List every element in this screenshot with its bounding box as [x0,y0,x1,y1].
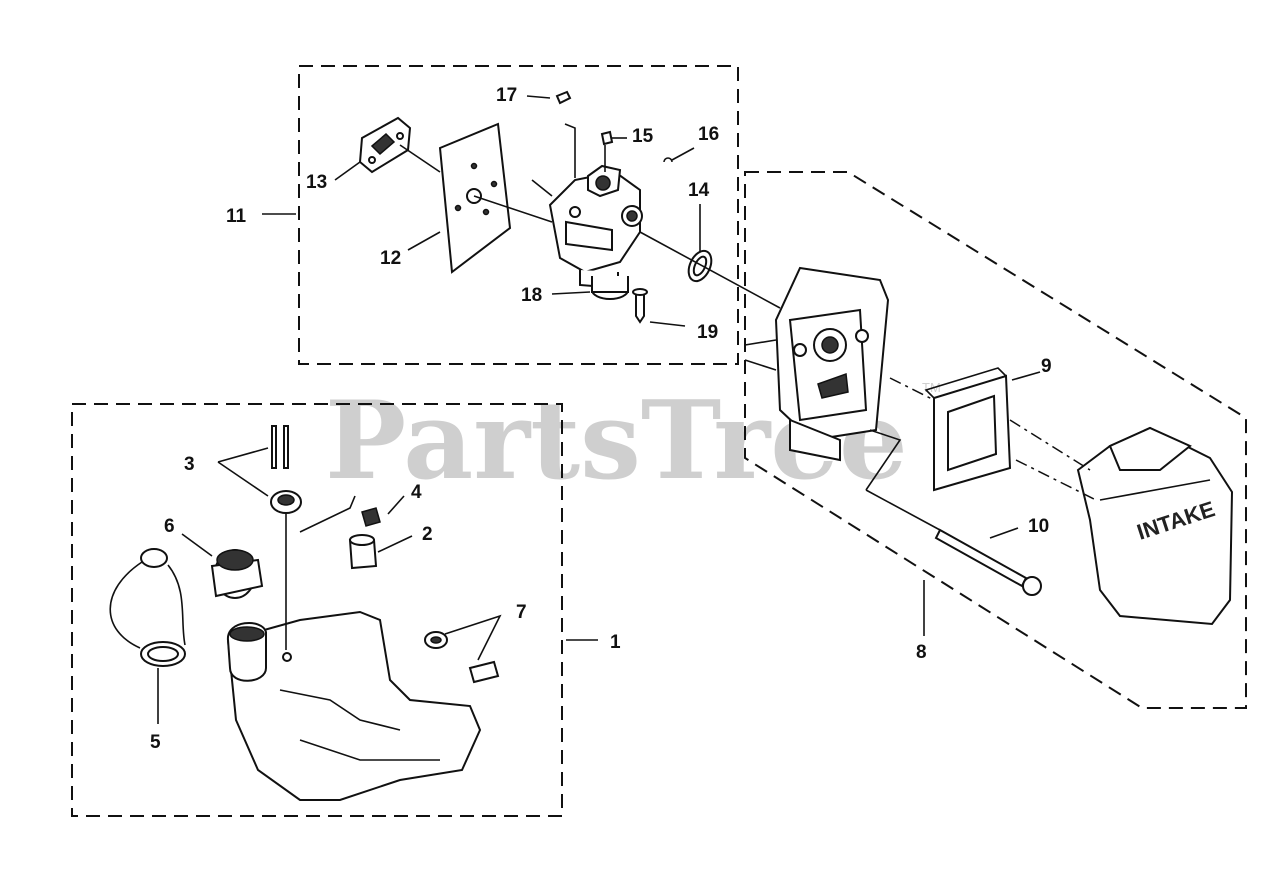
callout-14: 14 [688,180,710,201]
callout-16: 16 [698,124,719,145]
callout-12: 12 [380,248,401,269]
callout-8: 8 [916,642,927,663]
clip-16 [663,157,673,163]
bolt-10 [934,528,1028,588]
fuel-tank-group [71,403,598,817]
callout-4: 4 [411,482,422,503]
air-filter-group-box [744,171,1247,709]
fitting-15 [600,130,614,146]
callout-2: 2 [422,524,433,545]
callout-3: 3 [184,454,195,475]
air-filter-group: INTAKE [744,171,1247,709]
callout-7: 7 [516,602,527,623]
carburetor-bowl-18 [591,276,629,293]
retainer-5 [140,548,168,568]
callout-10: 10 [1028,516,1049,537]
fuel-line-3a [271,425,277,469]
check-valve-4 [361,507,381,527]
callout-11: 11 [226,206,247,227]
callout-18: 18 [521,285,542,306]
callout-5: 5 [150,732,161,753]
carburetor-body [548,164,643,300]
fuel-line-3b [283,425,289,469]
carburetor-group [262,65,781,365]
callout-6: 6 [164,516,175,537]
grommet-7b [468,660,500,684]
callout-13: 13 [306,172,327,193]
fuel-tank-group-box [71,403,563,817]
callout-9: 9 [1041,356,1052,377]
screw-19 [635,291,645,324]
watermark-trademark: TM [922,380,941,395]
callout-15: 15 [632,126,654,147]
screw-17 [555,90,572,105]
callout-19: 19 [697,322,718,343]
carburetor-group-box [298,65,739,365]
gasket-13-hole [370,132,396,156]
callout-17: 17 [496,85,517,106]
callout-1: 1 [610,632,621,653]
